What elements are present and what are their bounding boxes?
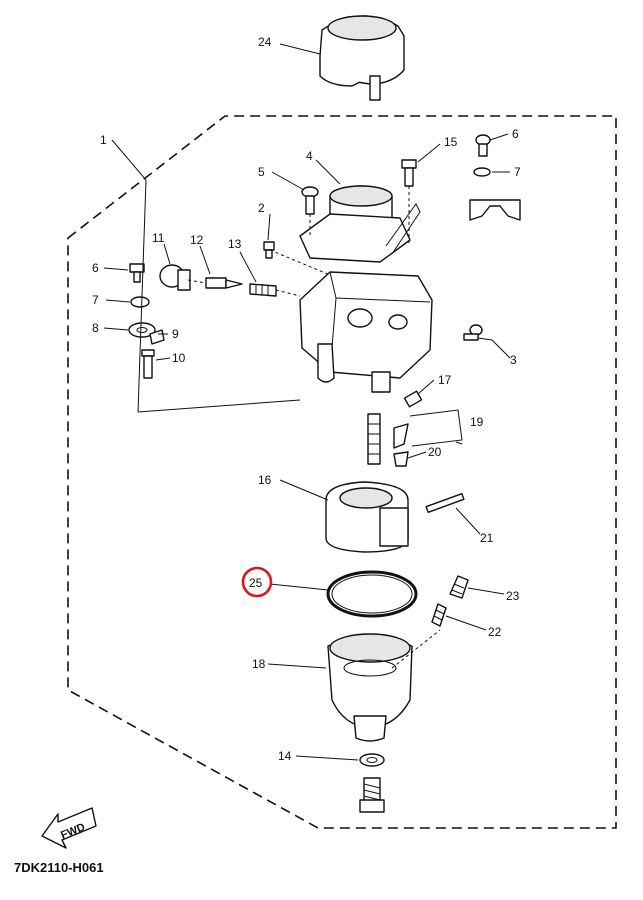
- callout-19[interactable]: 19: [470, 415, 484, 429]
- part-24-cap[interactable]: [319, 15, 405, 101]
- part-25-gasket[interactable]: [326, 570, 418, 618]
- callout-6-right[interactable]: 6: [512, 127, 519, 141]
- callout-4[interactable]: 4: [306, 149, 313, 163]
- callout-17[interactable]: 17: [438, 373, 452, 387]
- fwd-arrow-icon: FWD: [41, 807, 97, 849]
- assembly-lines: [187, 186, 410, 297]
- carburetor-body[interactable]: [299, 203, 433, 393]
- part-12-needle[interactable]: [205, 277, 243, 289]
- part-11-pilot-screw[interactable]: [159, 264, 191, 291]
- callout-3[interactable]: 3: [510, 353, 517, 367]
- part-20-clip[interactable]: [393, 451, 409, 467]
- callout-5[interactable]: 5: [258, 165, 265, 179]
- callout-8[interactable]: 8: [92, 321, 99, 335]
- part-19-needle-jet[interactable]: [367, 413, 409, 465]
- part-18-float-bowl[interactable]: [327, 629, 441, 742]
- part-10-screw[interactable]: [141, 349, 155, 379]
- callout-13[interactable]: 13: [228, 237, 242, 251]
- part-15-screw[interactable]: [401, 159, 417, 187]
- leader-lines: [103, 43, 511, 761]
- bracket-19: [409, 409, 463, 447]
- callout-20[interactable]: 20: [428, 445, 442, 459]
- part-22-spring[interactable]: [431, 603, 447, 627]
- part-17-screw[interactable]: [403, 390, 423, 408]
- part-14-washer[interactable]: [359, 753, 385, 767]
- part-13-spring[interactable]: [249, 283, 277, 297]
- drawing-code: 7DK2110-H061: [14, 860, 104, 875]
- callout-2[interactable]: 2: [258, 201, 265, 215]
- part-4-housing[interactable]: [299, 185, 411, 263]
- callout-11[interactable]: 11: [152, 231, 165, 245]
- part-16-float[interactable]: [325, 481, 409, 553]
- part-6-screw-right[interactable]: [475, 134, 491, 157]
- callout-9[interactable]: 9: [172, 327, 179, 341]
- callout-7-right[interactable]: 7: [514, 165, 521, 179]
- part-6-screw-left[interactable]: [129, 263, 145, 283]
- callout-21[interactable]: 21: [480, 531, 494, 545]
- part-7-washer-left[interactable]: [130, 296, 150, 308]
- part-3-screw[interactable]: [463, 324, 483, 341]
- callout-7-left[interactable]: 7: [92, 293, 99, 307]
- part-5-screw[interactable]: [301, 186, 319, 215]
- callout-25-highlight-ring: [241, 566, 273, 598]
- callout-18[interactable]: 18: [252, 657, 266, 671]
- part-8-bracket[interactable]: [128, 322, 156, 338]
- part-21-pin[interactable]: [425, 492, 465, 514]
- callout-22[interactable]: 22: [488, 625, 502, 639]
- callout-25[interactable]: 25: [249, 576, 263, 590]
- part-7-washer-right[interactable]: [473, 167, 491, 177]
- callout-24[interactable]: 24: [258, 35, 272, 49]
- part-2-screw[interactable]: [263, 241, 275, 259]
- callout-labels: 1 2 3 4 5 6 6 7 7 8 9 10 11 12 13 14 15 …: [92, 35, 521, 763]
- callout-10[interactable]: 10: [172, 351, 186, 365]
- assembly-boundary: [67, 115, 617, 829]
- right-bracket[interactable]: [469, 199, 521, 221]
- callout-12[interactable]: 12: [190, 233, 204, 247]
- callout-15[interactable]: 15: [444, 135, 458, 149]
- bowl-bolt[interactable]: [359, 777, 385, 813]
- callout-23[interactable]: 23: [506, 589, 520, 603]
- callout-16[interactable]: 16: [258, 473, 272, 487]
- callout-1[interactable]: 1: [100, 133, 107, 147]
- callout-6-left[interactable]: 6: [92, 261, 99, 275]
- part-23-screw[interactable]: [449, 575, 469, 599]
- callout-14[interactable]: 14: [278, 749, 292, 763]
